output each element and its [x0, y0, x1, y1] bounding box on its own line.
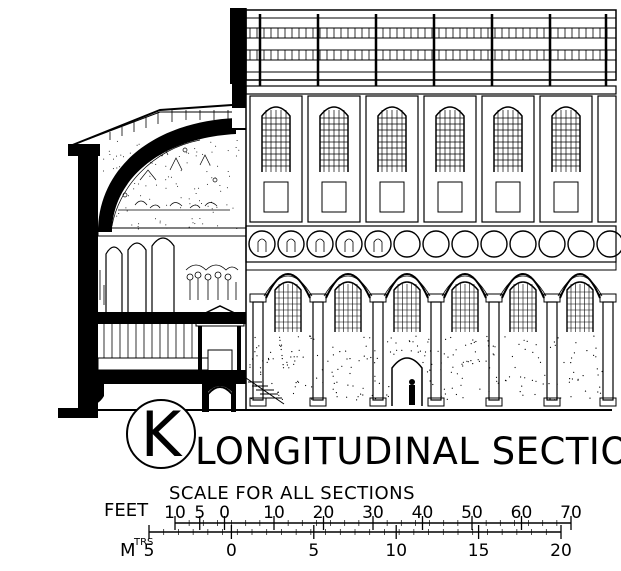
feet-scale-tick-label: 50: [461, 503, 483, 523]
feet-scale-tick-label: 60: [511, 503, 533, 523]
apse-outer-wall: [78, 150, 98, 410]
metre-scale-tick-label: 5: [144, 541, 155, 561]
roundel: [364, 230, 392, 258]
arcade-arch: [557, 273, 603, 332]
arcade-column: [427, 293, 445, 407]
metre-unit-superscript: TRS: [133, 537, 153, 548]
metre-scale: 5 0 5 10 15 20: [144, 525, 572, 561]
roundel: [480, 230, 508, 258]
arcade-arch: [441, 273, 489, 332]
apse-roof-rafters: [109, 110, 229, 140]
roof-truss-lines: [246, 17, 616, 73]
roundel: [567, 230, 595, 258]
crypt-wall: [98, 370, 246, 412]
apse-lower-band: [98, 312, 246, 324]
section-letter-circle: [126, 399, 196, 469]
roundel: [248, 230, 276, 258]
apse-foot-curve: [78, 384, 104, 406]
metre-unit-label: M: [120, 540, 136, 561]
altar-ciborium: [194, 305, 246, 375]
arcade-column: [485, 293, 503, 407]
apse-roof-inner: [85, 111, 232, 141]
clerestory-bay: [365, 95, 419, 223]
apse-panelling: [98, 324, 200, 359]
feet-scale-tick-label: 70: [560, 503, 582, 523]
arcade-column: [309, 293, 327, 407]
clerestory-bay: [307, 95, 361, 223]
arcade-arch: [499, 273, 547, 332]
arcade-arch: [383, 273, 431, 332]
scale-subtitle: SCALE FOR ALL SECTIONS: [169, 483, 415, 504]
clerestory: [249, 95, 617, 223]
clerestory-bay: [597, 95, 617, 223]
section-title: LONGITUDINAL SECTION: [195, 430, 621, 473]
apse-cornice: [68, 144, 100, 156]
roof-truss-battens: [249, 28, 608, 60]
triumphal-arch-gap: [232, 108, 246, 128]
roof-truss-posts: [258, 14, 608, 86]
arcade-arch: [263, 273, 313, 332]
roundel: [422, 230, 450, 258]
clerestory-bay: [423, 95, 477, 223]
apse-footing: [58, 408, 98, 418]
apse-step: [97, 357, 209, 371]
apse-section: [58, 8, 612, 418]
roof-truss-frame: [245, 9, 617, 81]
feet-scale-tick-label: 0: [219, 503, 230, 523]
arcade-column: [369, 293, 387, 407]
dome-mosaic: [111, 139, 230, 227]
arcade-column: [543, 293, 561, 407]
clerestory-bay: [481, 95, 535, 223]
section-title-block: K LONGITUDINAL SECTION SCALE FOR ALL SEC…: [126, 398, 621, 504]
roundel: [538, 230, 566, 258]
arcade-column: [599, 293, 617, 407]
metre-scale-tick-label: 15: [468, 541, 490, 561]
feet-scale-tick-label: 30: [362, 503, 384, 523]
feet-scale-tick-label: 10: [263, 503, 285, 523]
feet-scale-tick-label: 40: [412, 503, 434, 523]
feet-unit-label: FEET: [104, 500, 149, 521]
roundel: [509, 230, 537, 258]
apse-roof-line: [69, 104, 233, 147]
roundel: [596, 230, 621, 258]
apse-mosaic-figures: [99, 264, 239, 305]
roundel: [393, 230, 421, 258]
metre-scale-tick-label: 0: [226, 541, 237, 561]
crypt-arch: [207, 386, 233, 412]
feet-scale-tick-label: 20: [313, 503, 335, 523]
half-dome-shell: [98, 118, 236, 232]
clerestory-bay: [539, 95, 593, 223]
metre-scale-tick-label: 5: [308, 541, 319, 561]
apse-cornice-band: [97, 227, 247, 237]
nave-elevation: [103, 9, 621, 407]
feet-scale-tick-label: 5: [194, 503, 205, 523]
metre-scale-tick-label: 20: [550, 541, 572, 561]
arcade-cornice: [245, 261, 617, 271]
arcade-arch: [323, 273, 373, 332]
feet-scale-tick-label: 10: [164, 503, 186, 523]
section-letter: K: [141, 398, 183, 471]
apse-windows: [105, 237, 175, 312]
roundel: [306, 230, 334, 258]
roundels: [248, 230, 621, 258]
clerestory-bay: [249, 95, 303, 223]
nave-arcade: [249, 273, 617, 407]
arcade-column: [249, 293, 267, 407]
roundel: [451, 230, 479, 258]
roundel: [335, 230, 363, 258]
roundel: [277, 230, 305, 258]
chancel-stairs: [245, 377, 285, 405]
metre-scale-tick-label: 10: [385, 541, 407, 561]
clerestory-cornice: [245, 85, 617, 95]
triumphal-arch-wall: [230, 8, 246, 130]
nave-doorway: [391, 357, 423, 406]
